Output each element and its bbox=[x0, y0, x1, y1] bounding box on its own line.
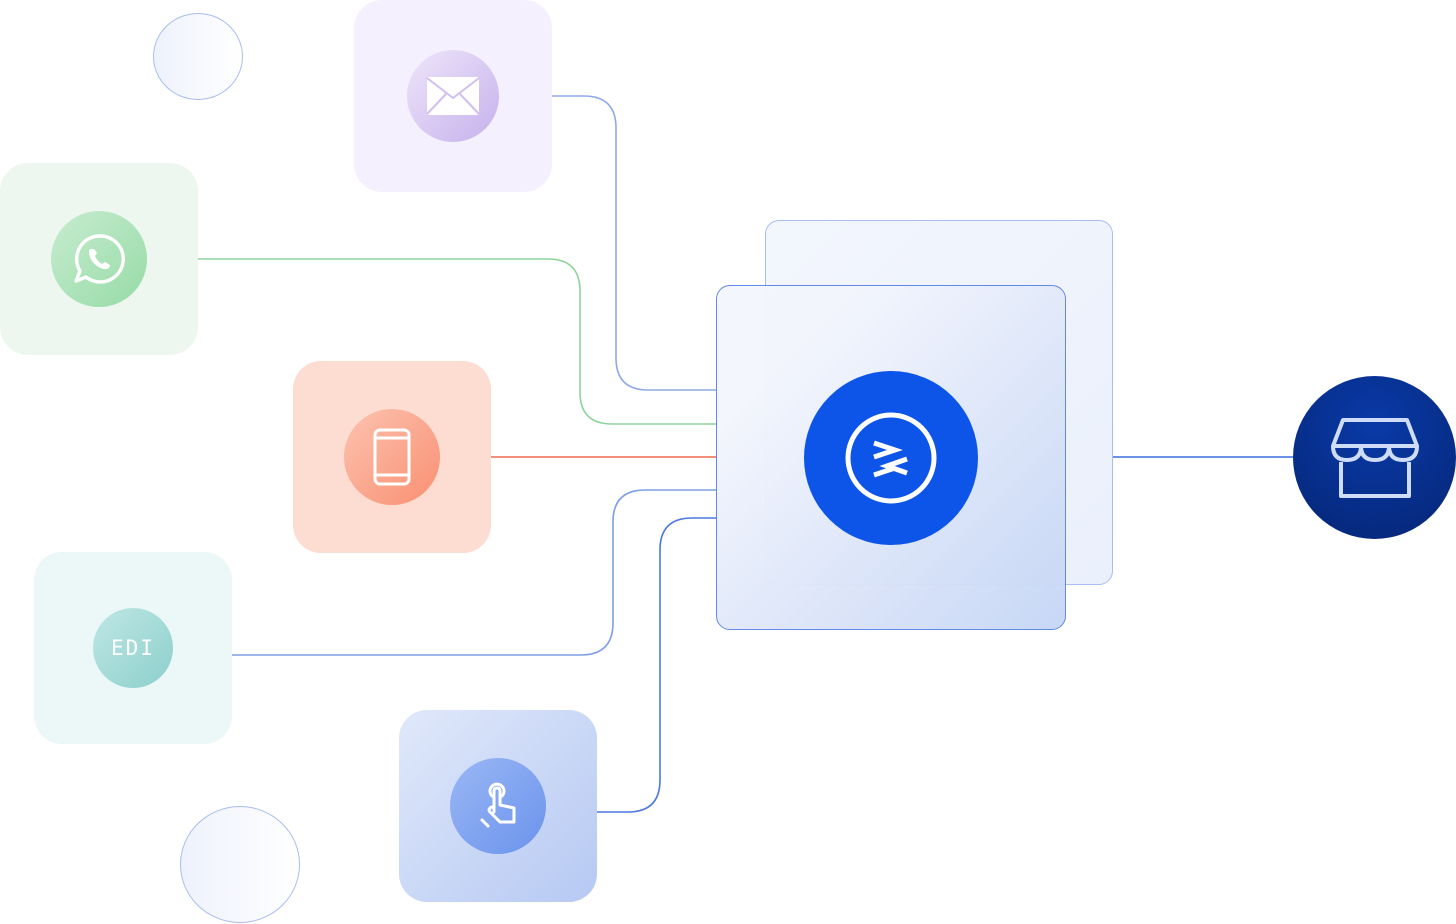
edi-connector bbox=[232, 489, 716, 656]
mobile-channel-tile bbox=[293, 361, 491, 553]
touch-badge bbox=[450, 758, 546, 854]
storefront-destination bbox=[1293, 376, 1456, 539]
mobile-badge bbox=[344, 409, 440, 505]
envelope-icon bbox=[426, 77, 480, 115]
decorative-circle-bottom bbox=[180, 806, 300, 923]
touch-connector bbox=[597, 517, 716, 813]
touch-channel-tile bbox=[399, 710, 597, 902]
edi-badge: EDI bbox=[93, 608, 173, 688]
decorative-circle-top bbox=[153, 13, 243, 100]
edi-icon: EDI bbox=[111, 636, 155, 660]
whatsapp-badge bbox=[51, 211, 147, 307]
whatsapp-channel-tile bbox=[0, 163, 198, 355]
storefront-icon bbox=[1330, 417, 1419, 498]
hub-badge bbox=[804, 370, 978, 545]
whatsapp-connector bbox=[198, 258, 716, 425]
whatsapp-icon bbox=[74, 234, 125, 284]
hub-front-panel bbox=[716, 285, 1066, 630]
email-channel-tile bbox=[354, 0, 552, 192]
email-badge bbox=[407, 50, 499, 142]
smartphone-icon bbox=[373, 428, 411, 486]
email-connector bbox=[552, 95, 716, 391]
hub-logo-icon bbox=[845, 412, 937, 503]
edi-channel-tile: EDI bbox=[34, 552, 232, 744]
tap-hand-icon bbox=[480, 782, 516, 828]
